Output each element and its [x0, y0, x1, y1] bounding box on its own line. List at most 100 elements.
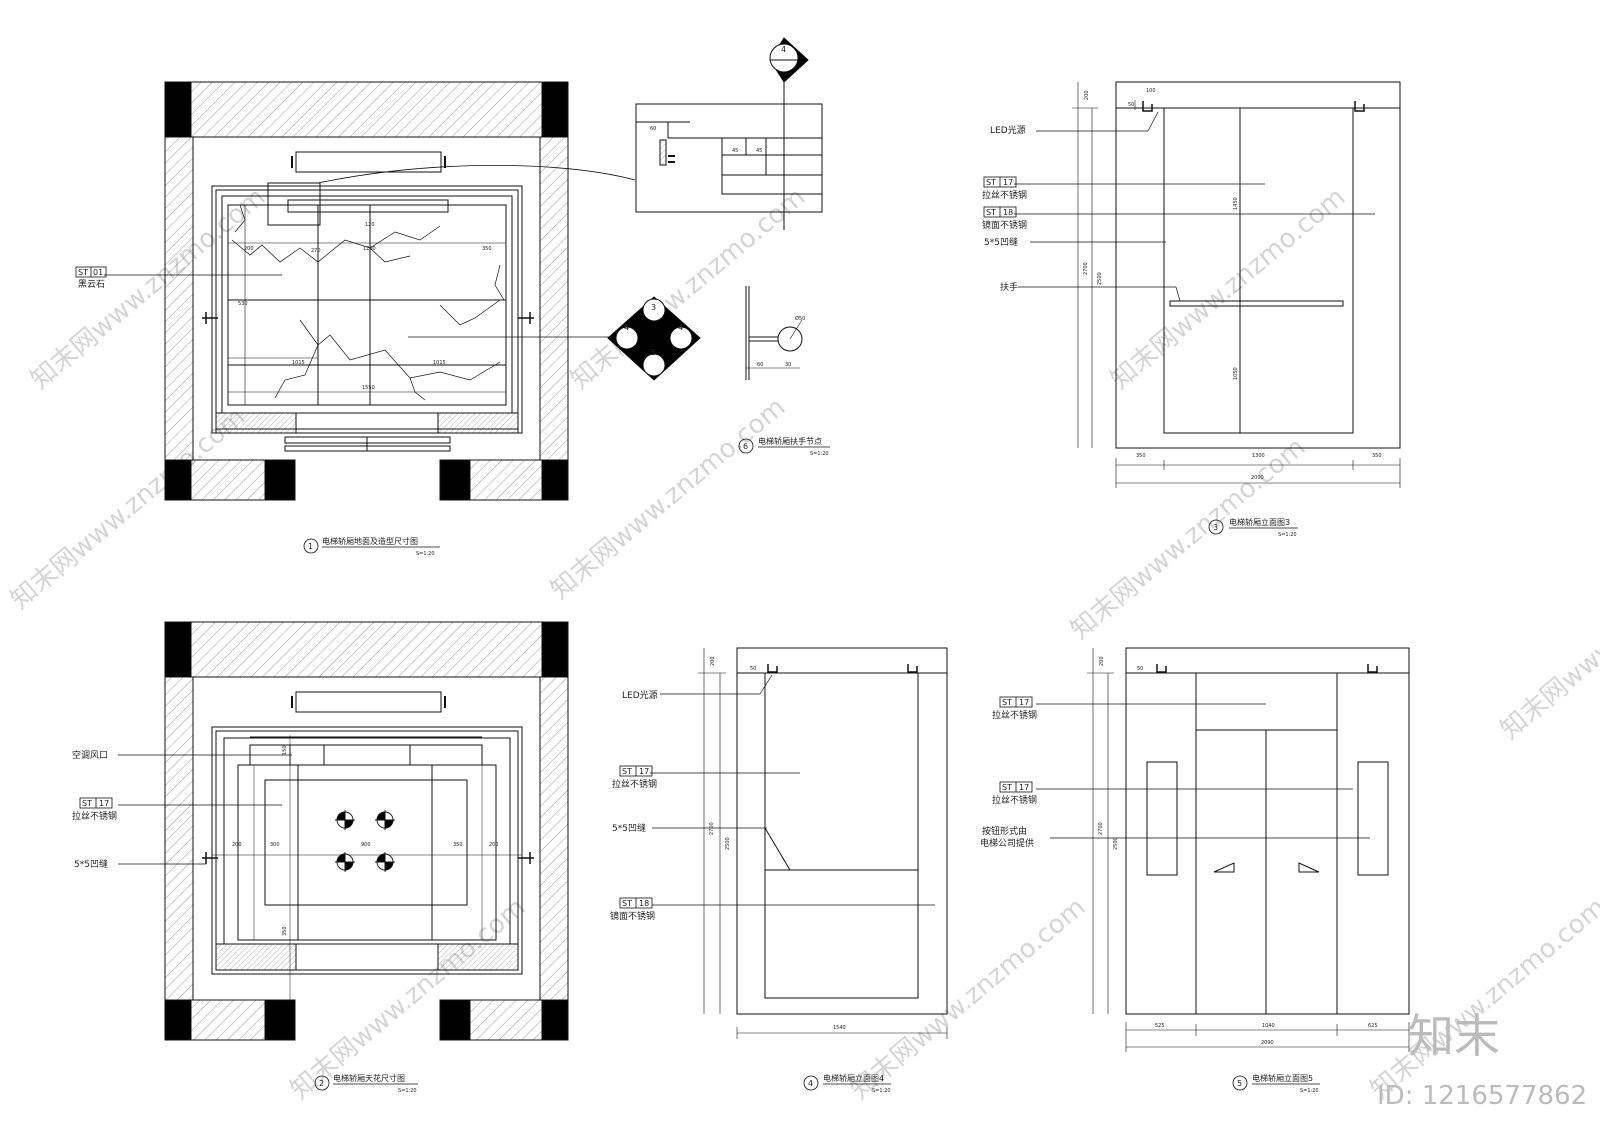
dimension-text: 350 — [482, 246, 492, 252]
material-name: 拉丝不锈钢 — [982, 189, 1027, 201]
drawing-title: 电梯轿厢扶手节点 — [758, 436, 822, 446]
elevation-4-texts: LED光源 ST 17 拉丝不锈钢 5*5凹缝 ST 18 镜面不锈钢 1540… — [610, 656, 846, 1031]
tag-number: 18 — [1003, 208, 1013, 217]
dimension-text: 60 — [650, 126, 656, 132]
dimension-text: 2500 — [1113, 837, 1119, 850]
groove-label: 5*5凹缝 — [984, 236, 1018, 248]
material-name: 镜面不锈钢 — [610, 910, 655, 922]
tag-number: 18 — [639, 899, 649, 908]
dimension-text: 1050 — [1233, 367, 1239, 380]
tag-number: 17 — [639, 767, 649, 776]
detail-4-texts: 4 60 45 45 — [650, 45, 786, 154]
watermark-text: 知末网www.znzmo.com — [1065, 432, 1311, 645]
material-tag-st17: ST 17 拉丝不锈钢 — [982, 176, 1027, 201]
watermark-text: 知末网www.znzmo.com — [565, 182, 811, 395]
dimension-text: 50 — [1137, 666, 1143, 672]
dimension-text: 2500 — [1097, 272, 1103, 285]
drawing-title-3: 3 电梯轿厢立面图3 S=1:20 — [1208, 517, 1298, 538]
dimension-text: 1015 — [433, 360, 446, 366]
drawing-number: 3 — [1213, 523, 1218, 532]
dimension-text: 200 — [710, 656, 716, 666]
dimension-text: 270 — [311, 248, 321, 254]
material-tag-st17: ST 17 拉丝不锈钢 — [72, 797, 117, 822]
drawing-title-6: 6 电梯轿厢扶手节点 S=1:20 — [738, 436, 830, 457]
dimension-text: Ø50 — [795, 315, 805, 322]
dimension-text: 525 — [1155, 1023, 1165, 1029]
dimension-text: 45 — [732, 148, 738, 154]
groove-label: 5*5凹缝 — [612, 822, 646, 834]
dimension-text: 30 — [785, 362, 791, 368]
dimension-text: 900 — [361, 842, 371, 848]
dimension-text: 1300 — [1252, 453, 1265, 459]
drawing-scale: S=1:20 — [1300, 1088, 1319, 1094]
drawing-title-1: 1 电梯轿厢地面及造型尺寸图 S=1:20 — [303, 536, 440, 557]
dimension-text: 50 — [1128, 102, 1134, 108]
tag-code: ST — [78, 268, 88, 277]
floor-plan-drawing — [104, 81, 636, 501]
drawing-title: 电梯轿厢天花尺寸图 — [333, 1073, 405, 1083]
dimension-text: 50 — [750, 666, 756, 672]
drawing-number: 4 — [808, 1079, 813, 1088]
drawing-scale: S=1:20 — [810, 451, 829, 457]
dimension-text: 2700 — [709, 822, 715, 835]
material-tag-st01: ST 01 黑云石 — [75, 266, 107, 290]
dimension-text: 350 — [282, 926, 288, 936]
brand-watermark: 知末 ID: 1216577862 — [1377, 1009, 1587, 1111]
tag-code: ST — [1002, 783, 1012, 792]
material-tag-st18: ST 18 镜面不锈钢 — [610, 897, 655, 922]
handrail-detail-texts: Ø50 60 30 — [757, 315, 805, 368]
dimension-text: 2500 — [725, 837, 731, 850]
tag-number: 17 — [1003, 178, 1013, 187]
elevation-5-texts: ST 17 拉丝不锈钢 ST 17 拉丝不锈钢 按钮形式由 电梯公司提供 525… — [980, 656, 1378, 1046]
dimension-text: 200 — [244, 246, 254, 252]
dimension-text: 2700 — [1098, 822, 1104, 835]
dimension-text: 200 — [489, 842, 499, 848]
brand-logo-text: 知末 — [1408, 1009, 1500, 1063]
drawing-title: 电梯轿厢地面及造型尺寸图 — [322, 536, 418, 546]
detail-number: 4 — [781, 45, 786, 54]
drawing-number: 1 — [308, 542, 313, 551]
elevation-4-drawing — [650, 647, 948, 1039]
ceiling-plan-drawing — [118, 621, 569, 1041]
material-name: 拉丝不锈钢 — [72, 810, 117, 822]
dimension-text: 350 — [453, 842, 463, 848]
drawing-scale: S=1:20 — [398, 1088, 417, 1094]
dimension-text: 2000 — [1251, 475, 1264, 481]
watermark-text: 知末网www.znzmo.com — [5, 402, 251, 615]
watermark-text: 知末网www.znzmo.com — [545, 392, 791, 605]
drawing-scale: S=1:20 — [1278, 532, 1297, 538]
dimension-text: 1540 — [833, 1025, 846, 1031]
ceiling-plan-texts: 空调风口 ST 17 拉丝不锈钢 5*5凹缝 200 300 900 350 2… — [72, 745, 499, 936]
material-name: 拉丝不锈钢 — [612, 778, 657, 790]
material-name: 黑云石 — [78, 279, 105, 290]
watermark-text: 知末网www.znzmo.com — [1365, 892, 1600, 1105]
drawing-title: 电梯轿厢立面图4 — [823, 1073, 884, 1083]
groove-label: 5*5凹缝 — [74, 858, 108, 870]
dimension-text: 1550 — [362, 385, 375, 391]
drawing-title-5: 5 电梯轿厢立面图5 S=1:20 — [1232, 1073, 1320, 1094]
tag-code: ST — [622, 899, 632, 908]
drawing-title-2: 2 电梯轿厢天花尺寸图 S=1:20 — [314, 1073, 418, 1094]
dimension-text: 530 — [238, 301, 248, 307]
handrail-label: 扶手 — [1000, 281, 1018, 293]
dimension-text: 150 — [282, 745, 288, 755]
tag-code: ST — [82, 799, 92, 808]
material-tag-st18: ST 18 镜面不锈钢 — [982, 206, 1027, 231]
dimension-text: 200 — [1084, 90, 1090, 100]
watermark-text: 知末网www.znzmo.com — [25, 182, 271, 395]
drawing-title: 电梯轿厢立面图5 — [1252, 1073, 1313, 1083]
dimension-text: 625 — [1368, 1023, 1378, 1029]
symbol-left: 4 — [624, 323, 629, 332]
material-name: 镜面不锈钢 — [982, 219, 1027, 231]
symbol-up: 3 — [651, 303, 656, 312]
dimension-text: 200 — [232, 842, 242, 848]
watermark-text: 知末网www.znzmo.com — [285, 892, 531, 1105]
material-tag-st17: ST 17 拉丝不锈钢 — [612, 765, 657, 790]
dimension-text: 200 — [1099, 656, 1105, 666]
tag-code: ST — [986, 178, 996, 187]
symbol-down: 5 — [651, 348, 656, 357]
drawing-number: 6 — [743, 442, 748, 451]
button-note-line1: 按钮形式由 — [982, 825, 1027, 837]
elevation-3-texts: LED光源 ST 17 拉丝不锈钢 ST 18 镜面不锈钢 5*5凹缝 扶手 3… — [982, 88, 1382, 481]
dimension-text: 1040 — [1262, 1023, 1275, 1029]
